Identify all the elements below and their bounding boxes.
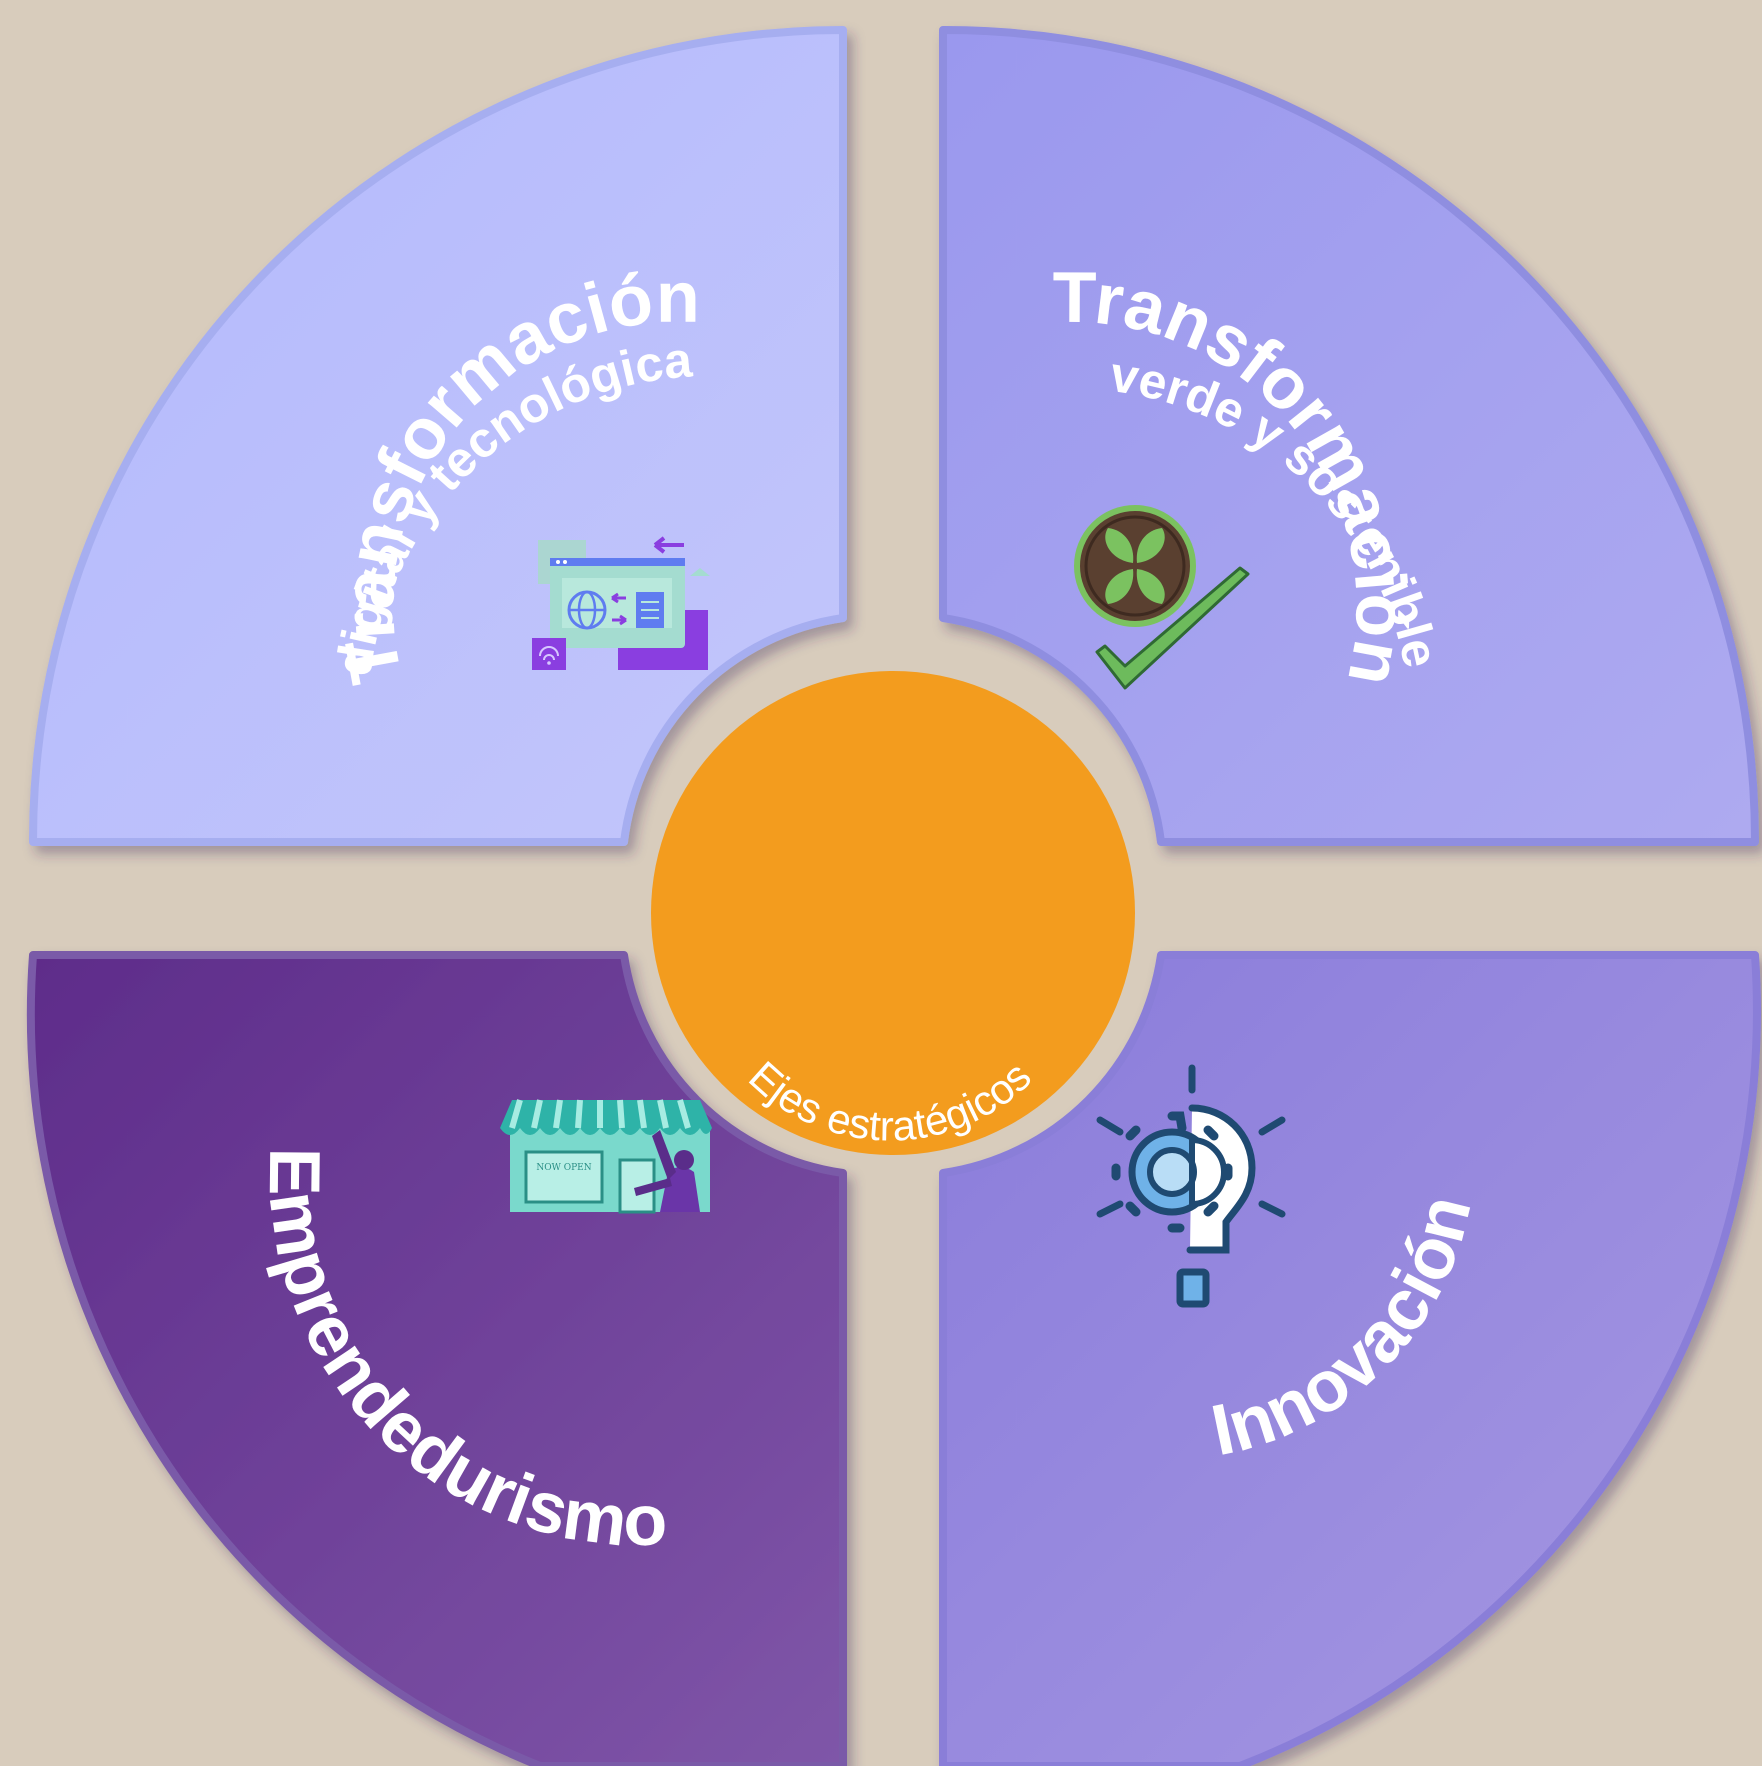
now-open-sign: NOW OPEN bbox=[536, 1163, 591, 1173]
storefront-icon: NOW OPEN bbox=[500, 1099, 712, 1214]
leaf-checkmark-icon bbox=[1074, 505, 1250, 690]
lightbulb-gear-icon bbox=[1096, 1064, 1286, 1308]
center-circle bbox=[651, 671, 1135, 1155]
quadrant-green[interactable] bbox=[939, 25, 1760, 846]
web-browser-icon bbox=[532, 536, 710, 670]
